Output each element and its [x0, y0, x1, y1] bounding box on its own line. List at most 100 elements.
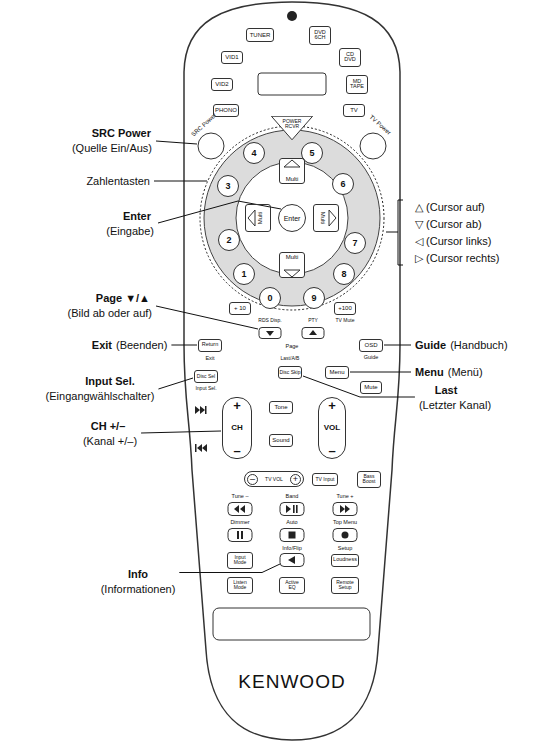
button-caption: Bass Boost [363, 474, 376, 484]
button-caption: 1 [241, 270, 246, 279]
remote-button: Listen Mode [227, 577, 253, 594]
transport-button [280, 554, 304, 567]
button-caption: TV VOL [265, 477, 283, 482]
record-symbol [342, 532, 349, 539]
button-label: Info/Flip [282, 545, 302, 551]
button-caption: 9 [311, 294, 316, 303]
button-caption: Sound [272, 437, 289, 443]
button-label: Dimmer [230, 519, 249, 525]
button-caption: Active EQ [285, 580, 299, 590]
button-caption: Multi [286, 254, 299, 260]
button-caption: CH [231, 424, 243, 432]
cursor-arrow [284, 160, 300, 167]
remote-button: Menu [325, 366, 349, 379]
transport-symbol [293, 505, 295, 513]
power-button [360, 133, 386, 159]
button-caption: DVD 6CH [314, 30, 326, 41]
leader-line [350, 372, 411, 373]
button-caption: 2 [226, 236, 231, 245]
cursor-button-ground [279, 252, 305, 278]
remote-button: MD TAPE [346, 75, 368, 94]
button-caption: Return [202, 342, 219, 348]
callout-label: Enter [123, 210, 151, 222]
remote-button: Multi [279, 158, 305, 184]
remote-button: – TV VOL + [244, 471, 304, 487]
cursor-arrow [284, 270, 300, 277]
callout-label: (Beenden) [116, 339, 167, 351]
button-caption: + 10 [234, 305, 246, 311]
number-ring [204, 130, 380, 306]
leader-line [158, 378, 193, 389]
button-caption: 4 [251, 149, 256, 158]
button-caption: Multi [320, 212, 326, 225]
page-up-symbol [309, 330, 317, 335]
button-caption: 3 [225, 182, 230, 191]
button-caption: + [290, 474, 301, 485]
button-caption: OSD [364, 342, 377, 348]
display-window [258, 73, 326, 95]
remote-button: VID2 [211, 78, 233, 91]
transport-symbol [202, 444, 207, 452]
round-button: 6 [332, 173, 354, 195]
bracket [386, 200, 403, 265]
remote-button: CD DVD [339, 48, 361, 67]
callout-label: Last [435, 384, 458, 396]
round-button: 7 [344, 232, 366, 254]
round-button: 9 [303, 287, 325, 309]
callout-label: Menu [415, 366, 444, 378]
remote-button: Return [198, 339, 222, 352]
remote-button: Multi [245, 204, 271, 232]
callout-outline [200, 126, 384, 310]
transport-symbol [240, 505, 245, 513]
button-caption: – [328, 444, 335, 457]
callout-label: Info [128, 568, 148, 580]
button-label: Guide [364, 354, 379, 360]
remote-housing [184, 2, 400, 740]
button-caption: TUNER [250, 32, 271, 38]
button-label: Setup [338, 545, 352, 551]
callout-label: (Informationen) [101, 583, 176, 595]
transport-button [333, 503, 357, 516]
callout-label: Exit [92, 339, 112, 351]
remote-button: Remote Setup [331, 577, 359, 594]
remote-button: OSD [359, 339, 383, 352]
remote-button: PHONO [213, 104, 239, 117]
power-triangle-button: POWER RCVR [271, 116, 313, 140]
callout-label: ◁ (Cursor links) [415, 235, 491, 247]
leader-line [384, 345, 411, 346]
button-caption: Enter [284, 215, 301, 222]
button-caption: Listen Mode [233, 580, 246, 590]
transport-symbol [200, 406, 205, 414]
remote-button: +CH– [222, 397, 252, 459]
transport-symbol [234, 505, 239, 513]
callout-label: SRC Power [92, 127, 151, 139]
callout-label: (Menü) [448, 366, 483, 378]
transport-symbol [205, 406, 207, 414]
remote-button: TV Input [312, 473, 338, 486]
callout-label: (Letzter Kanal) [419, 399, 491, 411]
transport-symbol [237, 531, 239, 539]
button-caption: Multi [258, 212, 264, 225]
button-caption: Menu [329, 369, 344, 375]
round-button: Enter [278, 204, 306, 232]
button-caption: + [233, 399, 241, 412]
round-button: 0 [259, 287, 281, 309]
button-caption: 8 [341, 270, 346, 279]
remote-button: Sound [269, 434, 293, 447]
transport-symbol [241, 531, 243, 539]
button-caption: POWER RCVR [283, 119, 302, 129]
page-button [302, 328, 324, 339]
button-label: Exit [205, 355, 214, 361]
transport-symbol [197, 444, 202, 452]
button-caption: + [328, 399, 336, 412]
remote-button: TUNER [246, 28, 274, 42]
button-caption: – [247, 474, 258, 485]
callout-label: ▷ (Cursor rechts) [415, 252, 499, 264]
button-caption: VID2 [215, 81, 228, 87]
remote-button: DVD 6CH [309, 26, 331, 45]
callout-label: (Eingangwählschalter) [46, 390, 155, 402]
callout-label: Guide [415, 339, 446, 351]
callout-label: Page ▼/▲ [96, 292, 150, 304]
triangle-outline [271, 116, 312, 140]
transport-symbol [286, 505, 291, 513]
